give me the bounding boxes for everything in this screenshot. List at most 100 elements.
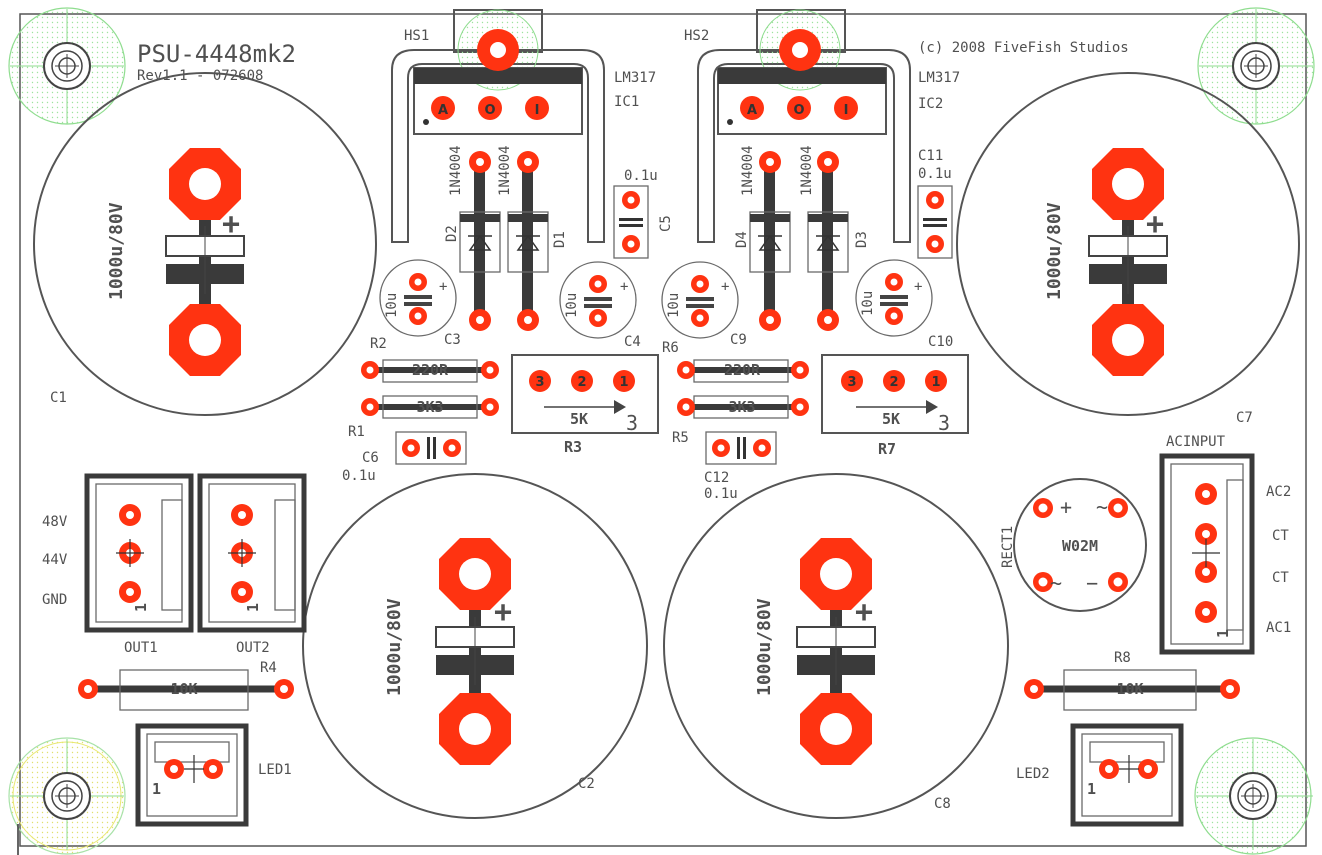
c10-value: 10u [860,291,876,316]
trimpot-r3: 3 2 1 5K 3 [511,354,659,435]
capacitor-c10 [855,259,933,337]
rect1-label: RECT1 [1000,526,1016,568]
d2-value: 1N4004 [448,145,464,196]
svg-text:+: + [721,279,729,295]
svg-text:+: + [1146,207,1164,242]
svg-text:1: 1 [1087,780,1096,798]
board-revision: Rev1.1 - 072608 [137,68,263,84]
regulator-ic2: A O I [717,29,887,135]
ac-pin-ct2: CT [1272,570,1289,586]
r1-value: 3K3 [416,398,443,416]
r4-value: 10K [170,680,197,698]
c4-label: C4 [624,334,641,350]
r5-label: R5 [672,430,689,446]
c7-value: 1000u/80V [1044,202,1065,300]
d4-value: 1N4004 [740,145,756,196]
svg-text:+: + [1060,495,1072,519]
c6-label: C6 [362,450,379,466]
svg-text:1: 1 [244,603,262,612]
lm317-1-label: LM317 [614,70,656,86]
svg-text:2: 2 [577,375,586,390]
ac-pin-ct1: CT [1272,528,1289,544]
r5-value: 3K3 [728,398,755,416]
diode-d4 [749,151,791,331]
hs1-label: HS1 [404,28,429,44]
diode-d3 [807,151,849,331]
acinput-label: ACINPUT [1166,434,1226,450]
svg-text:3: 3 [626,411,638,435]
led1-label: LED1 [258,762,292,778]
c6-value: 0.1u [342,468,376,484]
c1-label: C1 [50,390,67,406]
c8-label: C8 [934,796,951,812]
hs2-label: HS2 [684,28,709,44]
c11-label: C11 [918,148,943,164]
svg-text:W02M: W02M [1062,537,1098,555]
capacitor-c1: + [33,72,377,416]
c5-value: 0.1u [624,168,658,184]
c1-value: 1000u/80V [106,202,127,300]
c11-value: 0.1u [918,166,952,182]
mounting-hole-bottom-left [8,737,126,855]
board-copyright: (c) 2008 FiveFish Studios [918,40,1129,56]
resistor-r1 [361,395,499,419]
svg-text:1: 1 [619,375,628,390]
resistor-r6 [677,359,809,383]
ac-pin-ac2: AC2 [1266,484,1291,500]
svg-text:A: A [747,103,757,118]
r1-label: R1 [348,424,365,440]
board-outline [19,13,1307,847]
d4-label: D4 [734,231,750,248]
svg-text:+: + [914,279,922,295]
out-pin-gnd: GND [42,592,67,608]
svg-text:1: 1 [152,780,161,798]
c9-value: 10u [666,293,682,318]
d1-label: D1 [552,231,568,248]
mounting-hole-top-right [1197,7,1315,125]
capacitor-c11 [917,185,953,259]
svg-text:+: + [494,595,512,630]
diode-d1 [507,151,549,331]
svg-text:+: + [439,279,447,295]
out1-label: OUT1 [124,640,158,656]
svg-text:+: + [222,207,240,242]
svg-text:5K: 5K [570,410,588,428]
out2-label: OUT2 [236,640,270,656]
r7-label: R7 [878,440,896,458]
capacitor-c8: + [663,473,1009,819]
r8-label: R8 [1114,650,1131,666]
r3-label: R3 [564,438,582,456]
c9-label: C9 [730,332,747,348]
c4-value: 10u [564,293,580,318]
svg-text:3: 3 [535,375,544,390]
r6-label: R6 [662,340,679,356]
lm317-2-label: LM317 [918,70,960,86]
c3-label: C3 [444,332,461,348]
d1-value: 1N4004 [497,145,513,196]
c2-label: C2 [578,776,595,792]
ic2-label: IC2 [918,96,943,112]
r4-label: R4 [260,660,277,676]
capacitor-c6 [395,431,467,465]
d2-label: D2 [444,225,460,242]
svg-text:+: + [855,595,873,630]
capacitor-c2: + [302,473,648,819]
svg-text:O: O [793,103,804,118]
capacitor-c7: + [956,72,1300,416]
svg-text:3: 3 [847,375,856,390]
svg-text:3: 3 [938,411,950,435]
capacitor-c9 [661,261,739,339]
bridge-rectifier-rect1: + − ~ ~ W02M [1013,478,1147,612]
svg-text:O: O [484,103,495,118]
svg-text:2: 2 [889,375,898,390]
out-pin-48v: 48V [42,514,68,530]
svg-text:1: 1 [931,375,940,390]
diode-d2 [459,151,501,331]
led2-label: LED2 [1016,766,1050,782]
capacitor-c5 [613,185,649,259]
d3-label: D3 [854,231,870,248]
out-pin-44v: 44V [42,552,68,568]
regulator-ic1: A O I [413,29,583,135]
r6-value: 220R [724,361,761,379]
